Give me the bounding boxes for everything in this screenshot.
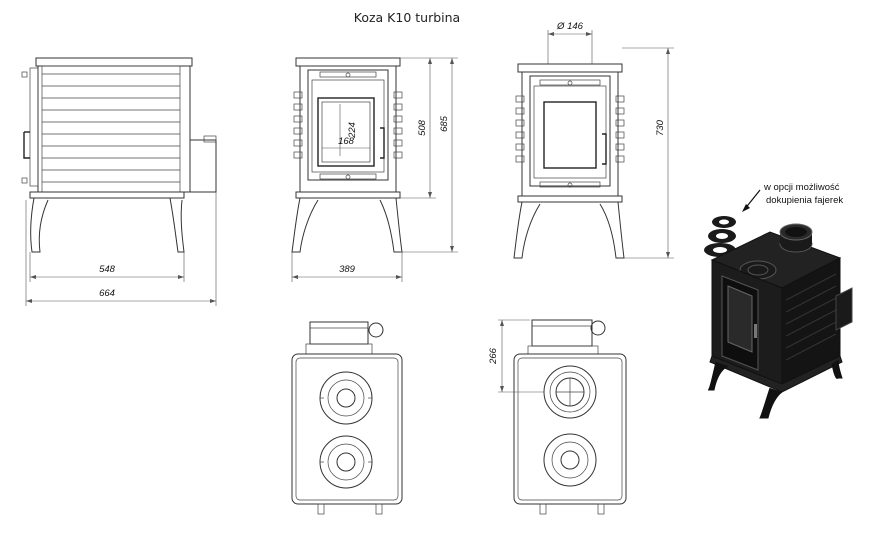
stove-3d-render bbox=[704, 189, 853, 419]
dim-leg-height: 685 bbox=[439, 115, 450, 132]
dim-flue-diameter: Ø 146 bbox=[556, 21, 584, 32]
top-view-right: 266 bbox=[488, 319, 627, 515]
dim-depth-body: 548 bbox=[99, 264, 116, 275]
dim-total-height: 730 bbox=[655, 119, 666, 136]
dim-depth-total: 664 bbox=[99, 288, 115, 299]
front-view: 224 168 508 685 389 bbox=[291, 57, 458, 282]
drawing-title: Koza K10 turbina bbox=[354, 10, 460, 25]
front-view-flue: Ø 146 bbox=[513, 21, 674, 259]
top-view-left bbox=[291, 321, 403, 515]
dim-flue-offset: 266 bbox=[488, 347, 499, 365]
side-view: 548 664 bbox=[21, 57, 217, 306]
dim-body-height: 508 bbox=[417, 119, 428, 136]
dim-glass-width: 168 bbox=[338, 136, 355, 147]
note-line-1: w opcji możliwość bbox=[763, 182, 840, 193]
note-line-2: dokupienia fajerek bbox=[766, 195, 843, 206]
dim-width: 389 bbox=[339, 264, 356, 275]
dim-glass-height: 224 bbox=[347, 122, 358, 139]
